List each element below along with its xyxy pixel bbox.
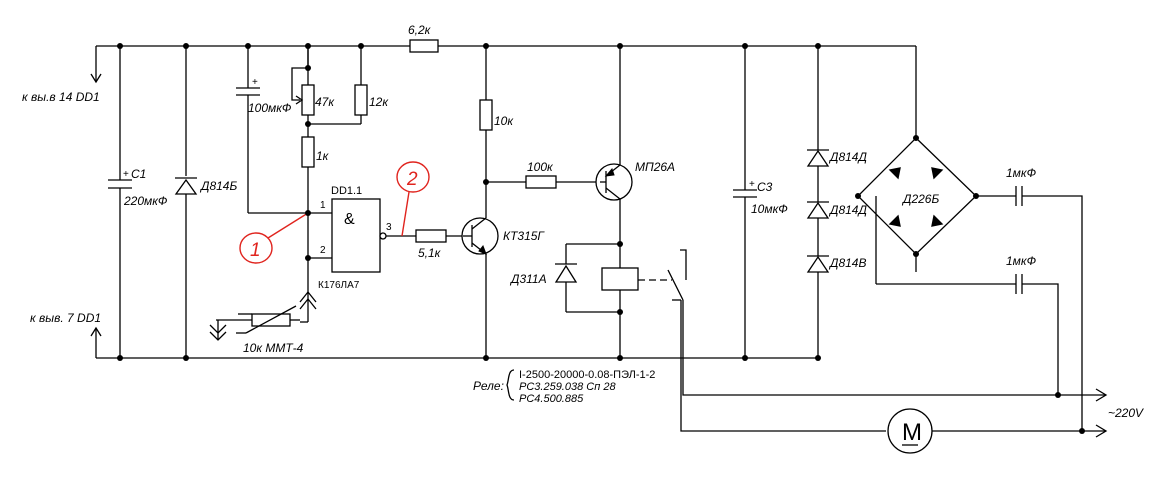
c1-value: 220мкФ: [123, 194, 168, 208]
c3-plus: +: [749, 179, 755, 190]
capacitor-c3: [733, 46, 757, 358]
capacitor-c1: [108, 46, 132, 358]
c1-plus: +: [123, 169, 129, 180]
relay-coil: [565, 243, 639, 358]
mains-label: ~220V: [1108, 406, 1144, 420]
marker-2: [396, 161, 430, 237]
logic-gate-dd1: [308, 198, 416, 273]
c1-name: C1: [131, 167, 146, 181]
capacitor-100uf: [236, 46, 308, 214]
cap-bottom-1uf: [1015, 274, 1108, 402]
zener-d814b: [174, 46, 198, 358]
resistor-100k-label: 100к: [527, 160, 554, 174]
thermistor-label: 10к ММТ-4: [243, 341, 304, 355]
resistor-1k: [301, 136, 315, 300]
input-top-arrow: [90, 46, 102, 84]
relay-title: Реле:: [473, 379, 504, 393]
c3-name: C3: [757, 180, 773, 194]
cap-top-1uf: [1015, 186, 1108, 438]
input-bottom-label: к выв. 7 DD1: [30, 311, 101, 325]
resistor-6k2-label: 6,2к: [408, 23, 432, 37]
transistor-mp26a: [595, 46, 633, 244]
resistor-10k: [479, 46, 493, 182]
cap-bottom-label: 1мкФ: [1006, 254, 1037, 268]
diode-bridge: [857, 46, 1016, 285]
junction-dots: [117, 43, 1085, 434]
gate-type: К176ЛА7: [318, 280, 360, 291]
mp26a-label: МП26А: [635, 160, 675, 174]
resistor-5k1: [415, 229, 463, 243]
resistor-12k: [308, 46, 368, 125]
resistor-6k2: [409, 39, 439, 53]
kt315-label: КТ315Г: [503, 229, 545, 243]
diode-d311: [554, 263, 578, 312]
relay-brace: [506, 369, 515, 401]
input-top-label: к вы.в 14 DD1: [22, 90, 100, 104]
marker-2-label: 2: [406, 169, 418, 190]
relay-line2: РС3.259.038 Сп 28: [519, 381, 616, 393]
zener-stack: [806, 46, 830, 358]
c100-label: 100мкФ: [248, 101, 292, 115]
resistor-5k1-label: 5,1к: [418, 246, 442, 260]
motor-label: M: [902, 419, 922, 446]
resistor-1k-label: 1к: [316, 149, 330, 163]
pin3-label: 3: [386, 222, 392, 233]
cap-top-label: 1мкФ: [1006, 166, 1037, 180]
c100-plus: +: [252, 77, 258, 88]
motor: [887, 408, 1082, 454]
transistor-kt315: [461, 182, 499, 358]
pin1-label: 1: [320, 200, 326, 211]
relay-line1: I-2500-20000-0.08-ПЭЛ-1-2: [519, 369, 655, 381]
zener-3-label: Д814В: [828, 256, 866, 270]
resistor-12k-label: 12к: [369, 95, 389, 109]
input-bottom-arrow: [90, 326, 102, 358]
relay-contact: [638, 249, 1058, 432]
zener-2-label: Д814Д: [828, 203, 867, 217]
bridge-label: Д226Б: [901, 192, 939, 206]
d311-label: Д311А: [509, 272, 547, 286]
marker-1: [239, 212, 309, 264]
pin2-label: 2: [320, 245, 326, 256]
zener-1-label: Д814Д: [828, 150, 867, 164]
c3-value: 10мкФ: [751, 202, 788, 216]
gate-symbol: &: [344, 211, 355, 228]
resistor-10k-label: 10к: [494, 114, 514, 128]
thermistor: [209, 290, 317, 341]
zener-d814b-label: Д814Б: [199, 179, 237, 193]
gate-name: DD1.1: [331, 185, 362, 197]
relay-line3: РС4.500.885: [519, 393, 584, 405]
pot-47k-label: 47к: [315, 95, 335, 109]
resistor-100k: [486, 175, 600, 189]
marker-1-label: 1: [250, 240, 261, 261]
